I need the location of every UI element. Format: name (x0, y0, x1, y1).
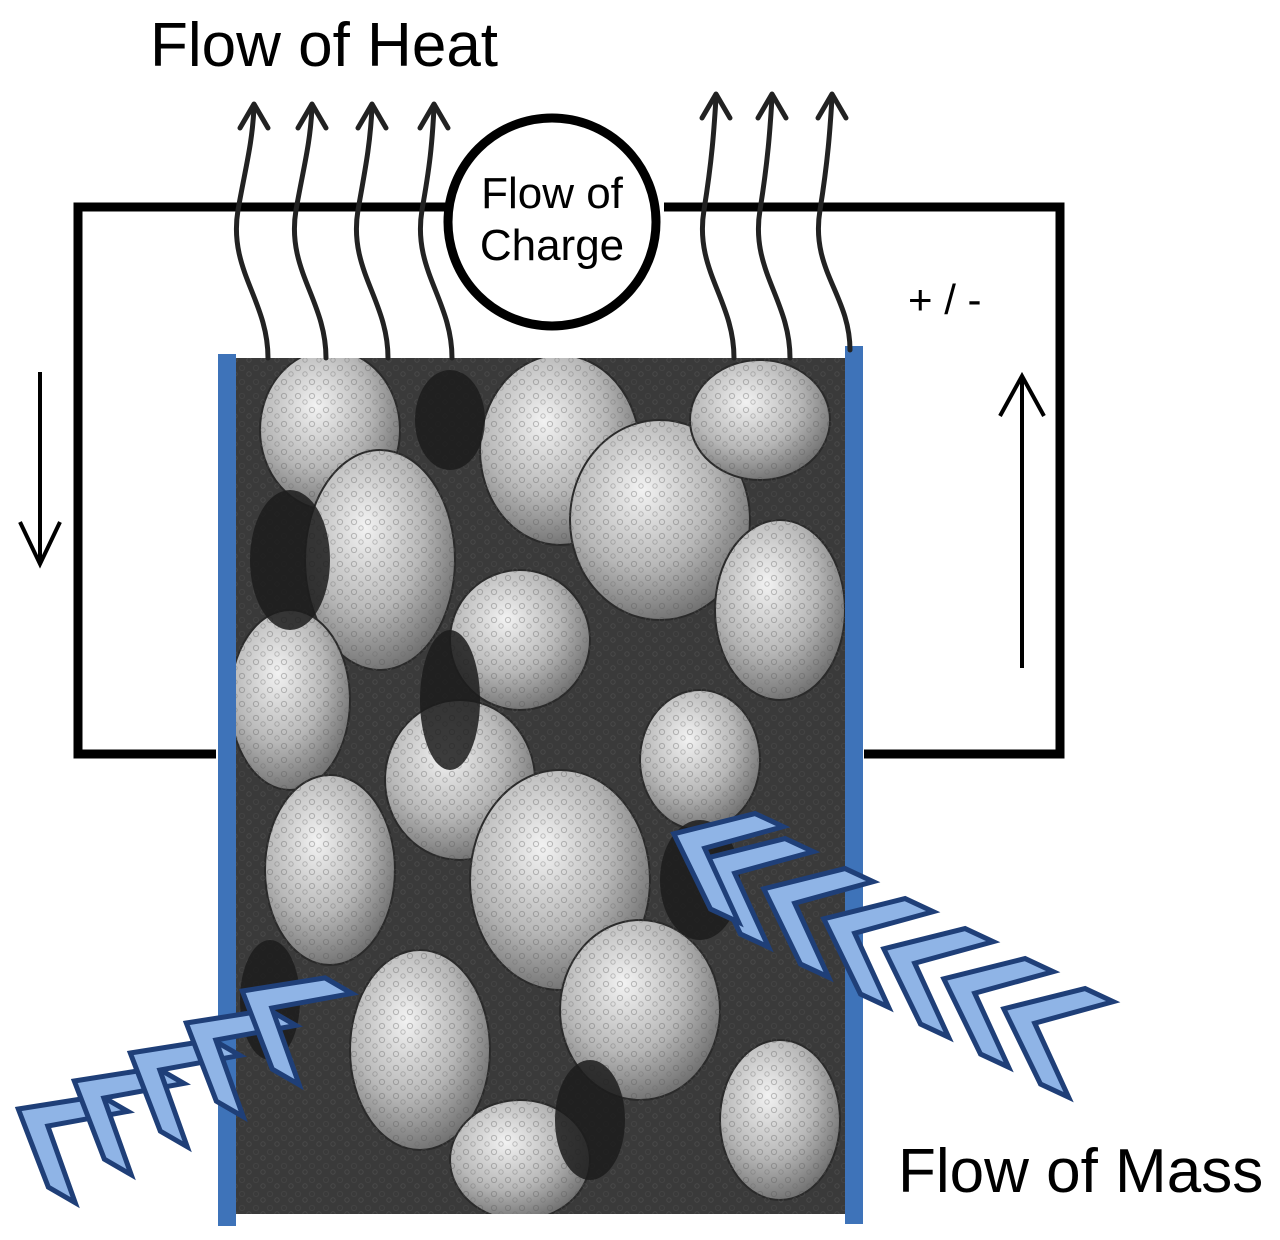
chevron-arrow (1000, 985, 1121, 1103)
heat-arrows (234, 91, 853, 361)
heat-arrow (292, 101, 329, 361)
chevron-arrow (238, 975, 360, 1091)
mass-flow-label: Flow of Mass (898, 1137, 1263, 1206)
current-arrow-down (18, 372, 62, 569)
chevron-arrow (670, 810, 791, 928)
heat-arrow (815, 91, 853, 353)
heat-flow-label: Flow of Heat (150, 11, 498, 80)
mass-flow-chevrons-left (14, 975, 360, 1209)
porous-electrode-micrograph (232, 358, 848, 1214)
chevron-arrow (700, 835, 821, 953)
chevron-arrow (820, 895, 941, 1013)
external-circuit-wire (73, 202, 1065, 759)
heat-arrow (354, 101, 391, 361)
chevron-arrow (760, 865, 881, 983)
heat-arrow (234, 101, 271, 361)
chevron-arrow (940, 955, 1061, 1073)
charge-label-line1: Flow of (481, 169, 624, 218)
heat-arrow (417, 101, 455, 361)
charge-label-line2: Charge (480, 221, 624, 270)
flow-of-charge-circle (443, 113, 661, 331)
chevron-arrow (880, 925, 1001, 1043)
current-arrow-up (998, 371, 1046, 668)
left-electrode (218, 354, 236, 1226)
mass-flow-chevrons-right (670, 810, 1121, 1103)
heat-arrow (699, 91, 737, 361)
heat-arrow (755, 91, 793, 361)
polarity-label: + / - (908, 276, 982, 323)
right-electrode (845, 346, 863, 1224)
